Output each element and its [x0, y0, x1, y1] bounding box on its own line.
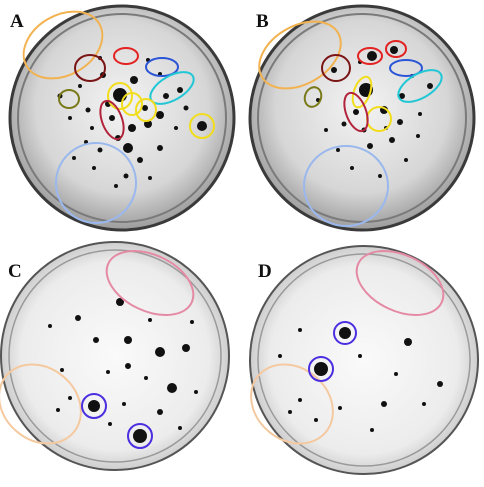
panel-label-a: A [10, 11, 24, 32]
petri-dish-c [0, 241, 230, 471]
panel-label-b: B [256, 11, 269, 32]
panel-c [0, 241, 230, 471]
highlight-circles-b [258, 20, 443, 227]
petri-dish-rim-d [257, 253, 471, 467]
colonies-d [278, 327, 443, 432]
highlight-circles-c [0, 250, 195, 449]
petri-dish-rim-b [257, 13, 467, 223]
petri-dish-rim-c [8, 249, 222, 463]
petri-dish-rim-a [17, 13, 227, 223]
highlight-circles-a [22, 10, 215, 224]
panel-label-d: D [258, 261, 272, 282]
colonies-a [57, 56, 207, 188]
panel-d [249, 245, 479, 475]
panel-label-c: C [8, 261, 22, 282]
panel-a [8, 4, 236, 232]
petri-dish-d [249, 245, 479, 475]
colonies-c [48, 298, 198, 443]
petri-dish-b [248, 4, 476, 232]
highlight-circles-d [250, 250, 445, 445]
panel-b [248, 4, 476, 232]
